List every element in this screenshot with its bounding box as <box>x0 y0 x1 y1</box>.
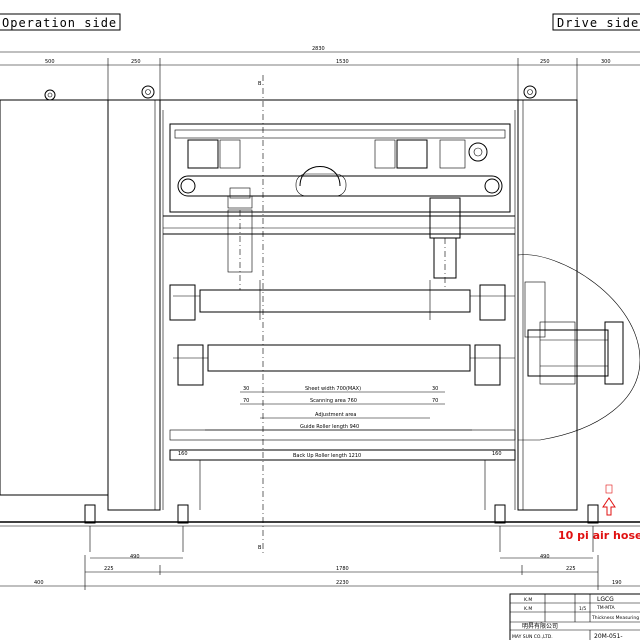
operation-side-header-box <box>0 13 121 31</box>
guard-outline <box>517 254 640 441</box>
dim-overall: 2830 <box>312 46 325 52</box>
tb-company: MAY SUN CO.,LTD. <box>512 634 553 640</box>
cable-chain <box>299 166 341 187</box>
lifting-eye-left2 <box>141 85 155 99</box>
air-hose-arrow-icon <box>602 497 616 516</box>
operation-side-cabinet <box>0 99 109 496</box>
guide-roller-upper <box>199 289 471 313</box>
section-mark-top: B <box>258 81 262 87</box>
tb-checked-by: K.M <box>524 606 532 612</box>
dim-bottom-225-left: 225 <box>104 566 114 572</box>
foot-left-outer <box>84 504 96 524</box>
dim-top-250-left: 250 <box>131 59 141 65</box>
tb-model: TM-MTA <box>596 605 616 611</box>
dim-sheet-30-right: 30 <box>432 386 438 392</box>
lifting-eye-right <box>523 85 537 99</box>
label-back-up-roller: Back Up Roller length 1210 <box>293 453 361 459</box>
dim-top-250-right: 250 <box>540 59 550 65</box>
right-side-frame <box>517 99 578 511</box>
foot-left-inner <box>177 504 189 524</box>
dim-top-300: 300 <box>601 59 611 65</box>
operation-side-header: Operation side <box>2 16 117 30</box>
bearing-left-lower <box>177 344 204 386</box>
bearing-left-upper <box>169 284 196 321</box>
label-sheet-width: Sheet width 700(MAX) <box>305 386 361 392</box>
measuring-roller <box>207 344 471 372</box>
drive-motor-pulley <box>468 142 488 162</box>
drive-side-header: Drive side <box>557 16 639 30</box>
label-adjustment-area: Adjustment area <box>315 412 356 418</box>
timing-belt <box>177 175 503 197</box>
idler-pulley <box>180 178 196 194</box>
dim-backup-160-left: 160 <box>178 451 188 457</box>
foot-right-inner <box>494 504 506 524</box>
dim-scan-70-left: 70 <box>243 398 249 404</box>
tb-company-cn: 明昇有限公司 <box>522 622 558 630</box>
beam-plate-left <box>187 139 219 169</box>
dim-bottom-1780: 1780 <box>336 566 349 572</box>
lifting-eye-left <box>44 89 56 101</box>
bearing-right-lower <box>474 344 501 386</box>
tb-code: LGCG <box>597 596 614 603</box>
title-block: K.M K.M 1/5 LGCG TM-MTA Thickness Measur… <box>509 593 640 640</box>
dim-top-1530: 1530 <box>336 59 349 65</box>
dim-backup-160-right: 160 <box>492 451 502 457</box>
label-guide-roller: Guide Roller length 940 <box>300 424 359 430</box>
dim-scan-70-right: 70 <box>432 398 438 404</box>
tb-title-desc: Thickness Measuring <box>591 615 639 621</box>
dim-top-500: 500 <box>45 59 55 65</box>
tb-drawn-by: K.M <box>524 597 532 603</box>
dim-bottom-190: 190 <box>612 580 622 586</box>
beam-plate-right <box>396 139 428 169</box>
dim-bottom-2230: 2230 <box>336 580 349 586</box>
dim-pitch-490-left: 490 <box>130 554 140 560</box>
left-side-frame <box>107 99 161 511</box>
dim-pitch-490-right: 490 <box>540 554 550 560</box>
drive-side-header-box <box>552 13 640 31</box>
section-mark-bottom: B <box>258 545 262 551</box>
scanner-beam-housing <box>169 123 511 213</box>
label-scanning-area: Scanning area 760 <box>310 398 357 404</box>
dim-sheet-30-left: 30 <box>243 386 249 392</box>
dim-bottom-400: 400 <box>34 580 44 586</box>
drive-pulley <box>484 178 500 194</box>
air-hose-annotation: 10 pi air hose <box>558 529 640 542</box>
drive-motor <box>527 329 609 377</box>
bearing-right-upper <box>479 284 506 321</box>
foot-right-outer <box>587 504 599 524</box>
tb-drawing-number: 20M-051- <box>594 633 623 640</box>
tb-scale: 1/5 <box>579 606 586 612</box>
dim-bottom-225-right: 225 <box>566 566 576 572</box>
scanning-sensor-head <box>429 197 461 239</box>
